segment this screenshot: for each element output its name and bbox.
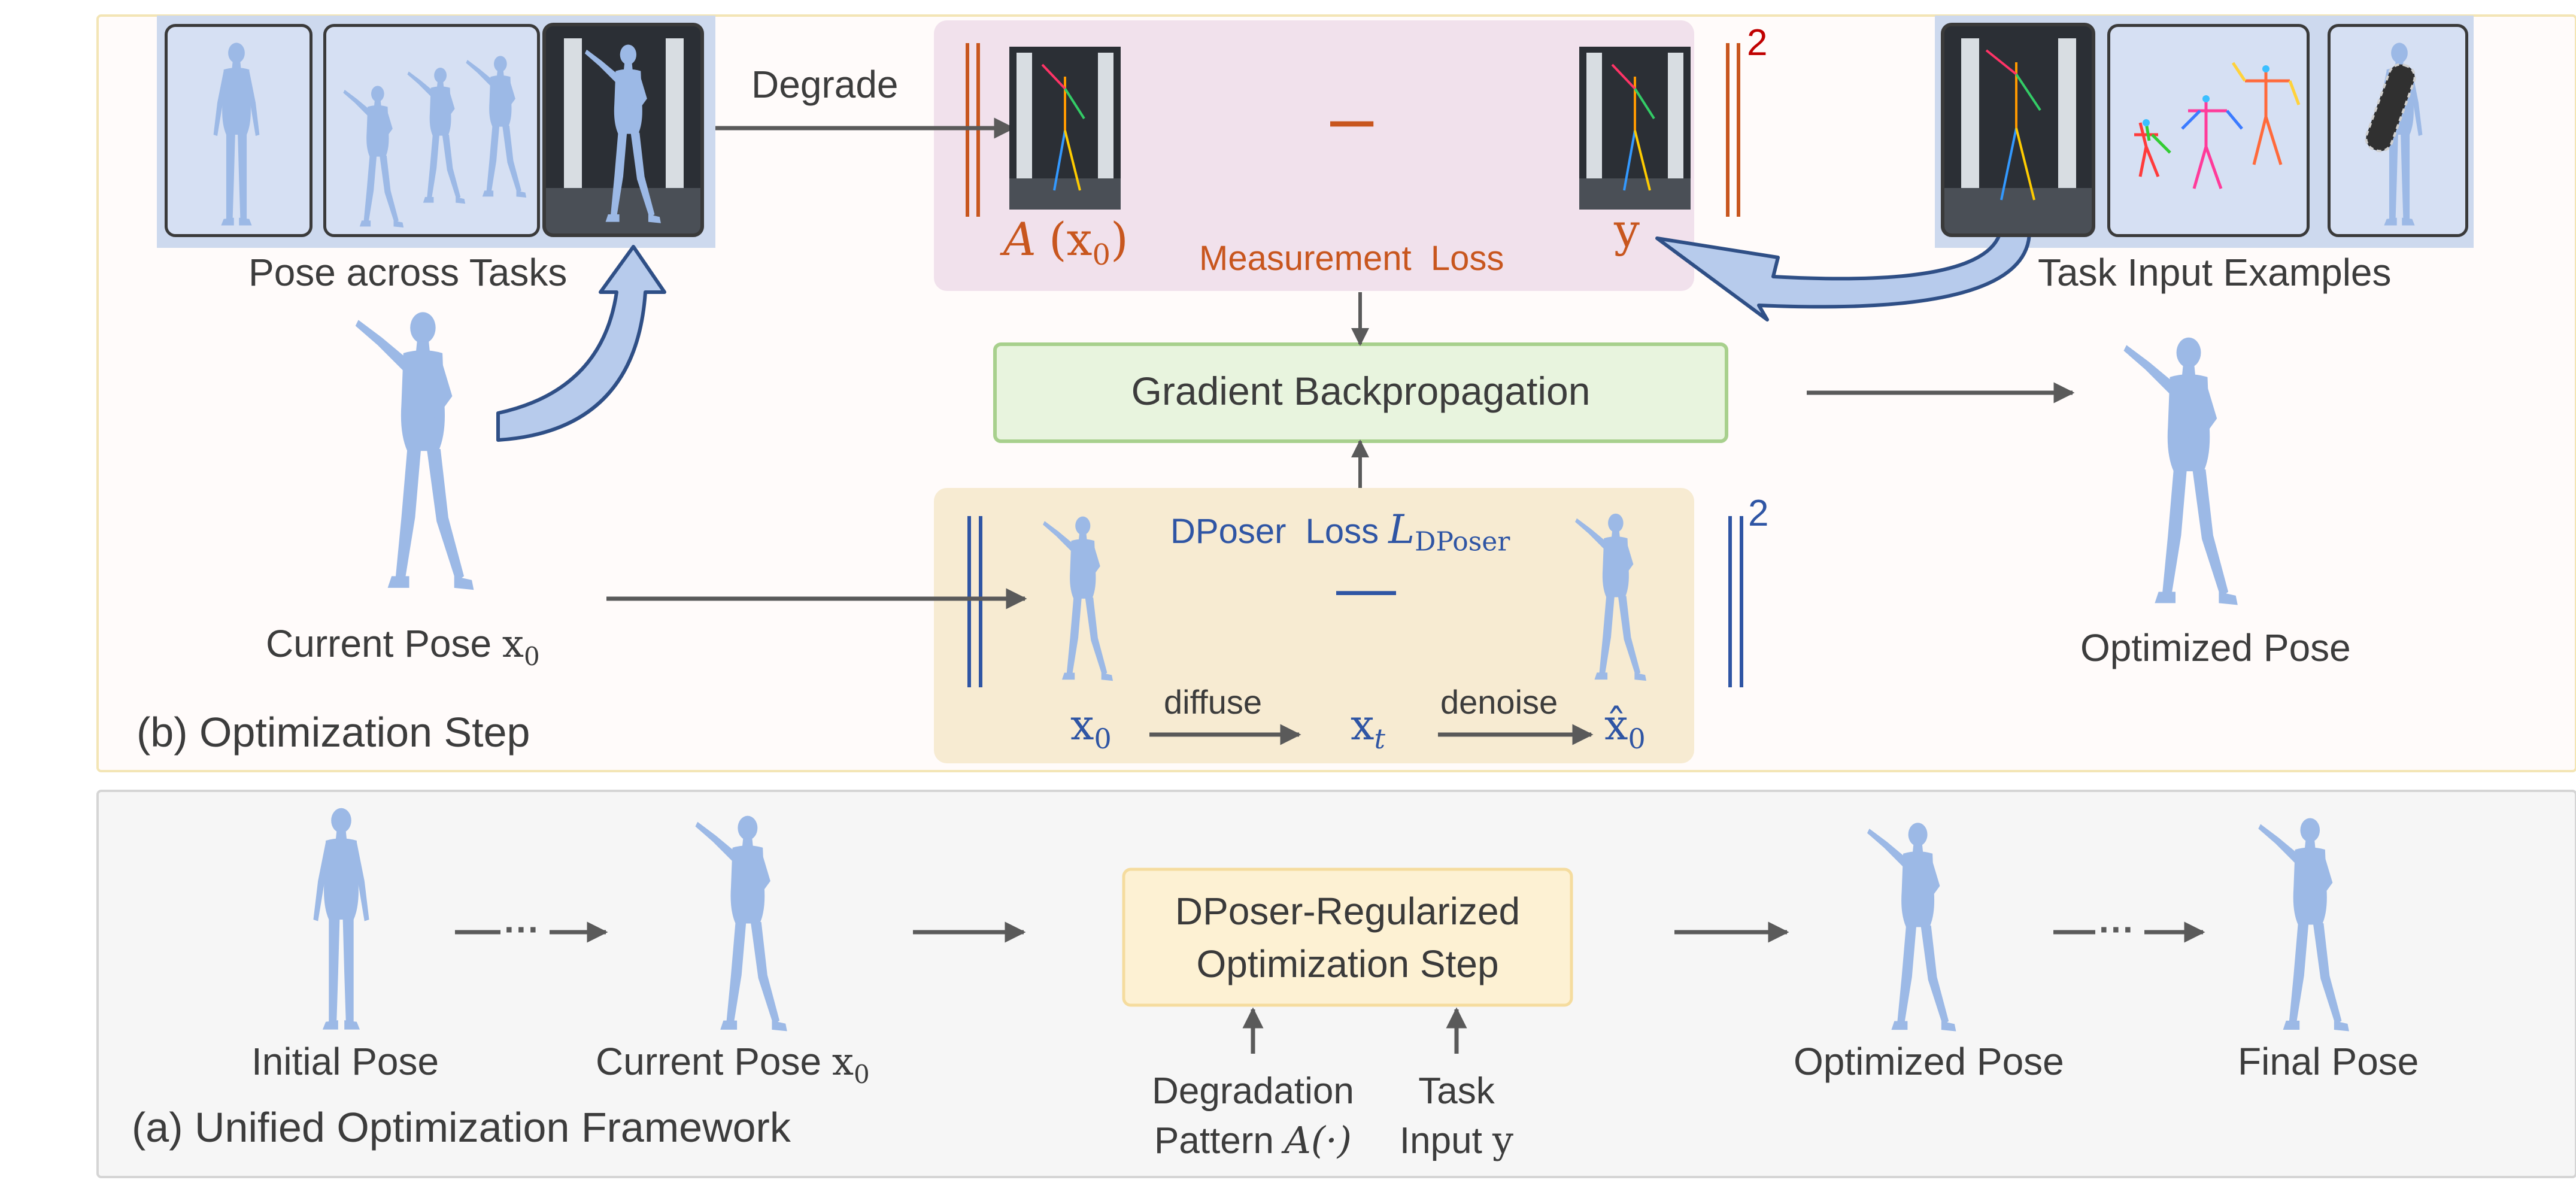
measurement-loss-box	[934, 20, 1694, 291]
dposer-norm-exponent: 2	[1748, 493, 1769, 534]
current-pose-small-symbol: x	[832, 1040, 854, 1084]
optimization-step-title: (b) Optimization Step	[136, 709, 530, 756]
measurement-loss-label: Measurement Loss	[1199, 239, 1504, 278]
current-pose-small-subscript: 0	[853, 1059, 870, 1089]
task-input-keypoints	[2107, 24, 2310, 237]
degradation-line2-row: Pattern A(·)	[1136, 1116, 1370, 1166]
dposer-x0-symbol: x	[1070, 700, 1094, 750]
dposer-step-box-text: DPoser-Regularized Optimization Step	[1124, 885, 1571, 990]
pose-to-tasks-curved-arrow	[496, 245, 666, 442]
task-symbol: y	[1492, 1118, 1514, 1162]
task-input-photo	[1941, 23, 2095, 237]
task-thumbnail-single	[165, 24, 312, 237]
task-line2-row: Input y	[1394, 1116, 1519, 1166]
task-thumbnail-multi	[323, 24, 540, 237]
initial-pose-label: Initial Pose	[251, 1040, 439, 1083]
measurement-y-label: y	[1614, 204, 1640, 257]
pose-across-tasks-label: Pose across Tasks	[248, 251, 568, 294]
dposer-x0-subscript: 0	[1094, 723, 1112, 755]
denoise-label: denoise	[1440, 683, 1558, 721]
current-pose-subscript: 0	[523, 641, 540, 671]
current-pose-small-label: Current Pose x0	[596, 1039, 870, 1089]
dposer-loss-box	[934, 488, 1694, 763]
task-line1: Task	[1418, 1070, 1495, 1112]
degradation-line2: Pattern	[1154, 1120, 1274, 1161]
task-input-examples-label: Task Input Examples	[2038, 251, 2392, 294]
dposer-xt-subscript: t	[1374, 723, 1385, 755]
unified-framework-title: (a) Unified Optimization Framework	[132, 1104, 791, 1151]
task-to-y-curved-arrow	[1655, 229, 2032, 321]
measurement-minus: –	[1330, 73, 1374, 160]
task-line2: Input	[1399, 1120, 1482, 1161]
dposer-step-line2: Optimization Step	[1196, 942, 1499, 985]
current-pose-symbol: x	[502, 622, 524, 666]
dposer-xhat-symbol: x̂	[1604, 700, 1628, 750]
dposer-xhat-subscript: 0	[1628, 723, 1646, 755]
task-thumbnail-photo	[542, 23, 704, 237]
task-input-label: Task Input y	[1394, 1067, 1519, 1166]
dposer-loss-subscript: DPoser	[1415, 526, 1510, 557]
dposer-xt: xt	[1351, 700, 1385, 755]
current-pose-small-text: Current Pose	[596, 1040, 822, 1083]
dposer-loss-text: DPoser Loss	[1170, 512, 1379, 551]
measurement-y-image	[1579, 47, 1691, 210]
dposer-x0: x0	[1070, 700, 1112, 755]
measurement-operator: A (x0)	[1003, 213, 1128, 272]
dposer-step-line1: DPoser-Regularized	[1175, 890, 1521, 933]
dposer-step-box	[1122, 868, 1573, 1007]
dposer-minus: —	[1336, 554, 1396, 621]
degradation-symbol: A(·)	[1284, 1118, 1352, 1162]
current-pose-text: Current Pose	[266, 622, 492, 665]
current-pose-label: Current Pose x0	[266, 621, 540, 671]
operator-argument-subscript: 0	[1092, 238, 1111, 272]
diffuse-label: diffuse	[1164, 683, 1262, 721]
dposer-loss-label: DPoser Loss LDPoser	[1170, 506, 1510, 557]
optimized-pose-small-label: Optimized Pose	[1794, 1040, 2064, 1083]
task-input-partial	[2328, 24, 2468, 237]
dposer-xhat: x̂0	[1604, 700, 1646, 755]
operator-argument: (x	[1049, 213, 1093, 266]
final-pose-label: Final Pose	[2238, 1040, 2419, 1083]
measurement-degraded-image	[1009, 47, 1121, 210]
measurement-norm-exponent: 2	[1747, 22, 1768, 63]
gradient-backpropagation-label: Gradient Backpropagation	[1131, 369, 1591, 413]
operator-close: )	[1110, 213, 1128, 266]
dots-left: ···	[504, 909, 540, 950]
dots-right: ···	[2099, 909, 2135, 950]
optimized-pose-label: Optimized Pose	[2080, 626, 2351, 669]
dposer-xt-symbol: x	[1351, 700, 1375, 750]
operator-symbol: A	[1003, 213, 1036, 266]
dposer-loss-symbol: L	[1388, 506, 1415, 553]
degrade-label: Degrade	[751, 63, 899, 106]
degradation-line1: Degradation	[1152, 1070, 1354, 1112]
degradation-pattern-label: Degradation Pattern A(·)	[1136, 1067, 1370, 1166]
